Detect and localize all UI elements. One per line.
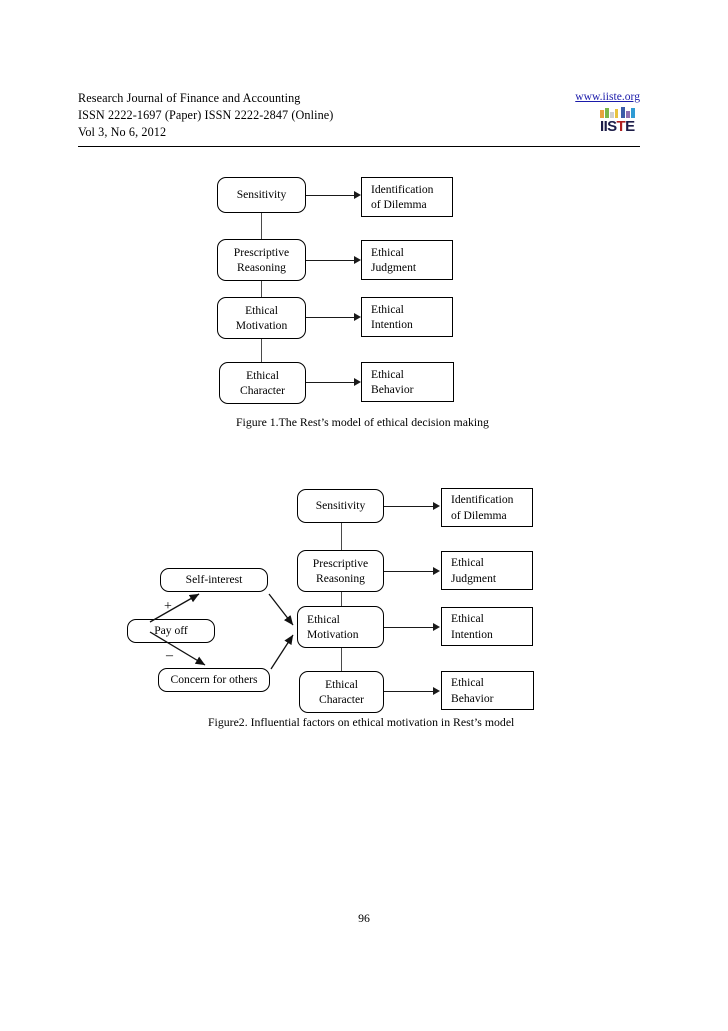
fig2-node-prescriptive-reasoning: Prescriptive Reasoning bbox=[297, 550, 384, 592]
fig2-arrowhead-2 bbox=[433, 567, 440, 575]
fig2-node-pay-off: Pay off bbox=[127, 619, 215, 643]
logo-text-iis: IIS bbox=[600, 118, 617, 135]
node-label: Intention bbox=[451, 627, 493, 641]
fig1-node-prescriptive-reasoning: Prescriptive Reasoning bbox=[217, 239, 306, 281]
node-label: Self-interest bbox=[185, 573, 243, 587]
node-label: of Dilemma bbox=[451, 508, 507, 522]
journal-masthead: Research Journal of Finance and Accounti… bbox=[78, 90, 640, 142]
fig1-arrowhead-4 bbox=[354, 378, 361, 386]
node-label: Pay off bbox=[154, 624, 188, 638]
node-label: Prescriptive bbox=[233, 245, 290, 259]
fig2-arrowhead-1 bbox=[433, 502, 440, 510]
fig1-node-ethical-behavior: Ethical Behavior bbox=[361, 362, 454, 402]
journal-volume: Vol 3, No 6, 2012 bbox=[78, 125, 167, 140]
node-label: of Dilemma bbox=[371, 198, 427, 211]
fig2-node-self-interest: Self-interest bbox=[160, 568, 268, 592]
node-label: Ethical bbox=[371, 367, 404, 381]
node-label: Character bbox=[318, 693, 365, 706]
header-divider bbox=[78, 146, 640, 147]
figure-1-caption: Figure 1.The Rest’s model of ethical dec… bbox=[236, 415, 489, 429]
node-label: Sensitivity bbox=[236, 188, 287, 202]
logo-wordmark: IISTE bbox=[600, 119, 640, 135]
fig2-node-ethical-judgment: Ethical Judgment bbox=[441, 551, 533, 590]
fig2-arrowhead-4 bbox=[433, 687, 440, 695]
figure-2-diagram: Sensitivity Prescriptive Reasoning Ethic… bbox=[127, 488, 534, 729]
fig1-arrowhead-2 bbox=[354, 256, 361, 264]
node-label: Reasoning bbox=[237, 261, 286, 274]
fig1-connector-reasoning-to-motivation bbox=[261, 281, 263, 297]
page-number: 96 bbox=[358, 911, 370, 925]
logo-text-e: E bbox=[625, 118, 635, 135]
node-label: Identification bbox=[371, 182, 434, 196]
node-label: Intention bbox=[371, 318, 413, 331]
fig2-node-ethical-motivation: Ethical Motivation bbox=[297, 606, 384, 648]
node-label: Reasoning bbox=[316, 572, 365, 585]
fig1-connector-motivation-to-character bbox=[261, 339, 263, 362]
fig2-arrow-line-1 bbox=[384, 506, 433, 508]
node-label: Ethical bbox=[371, 302, 404, 316]
fig1-arrow-line-2 bbox=[306, 260, 354, 262]
fig2-influence-arrows bbox=[149, 593, 294, 670]
fig1-arrow-line-4 bbox=[306, 382, 354, 384]
node-label: Ethical bbox=[371, 245, 404, 259]
fig1-node-ethical-judgment: Ethical Judgment bbox=[361, 240, 453, 280]
fig1-node-ethical-motivation: Ethical Motivation bbox=[217, 297, 306, 339]
node-label: Judgment bbox=[451, 571, 497, 585]
fig1-arrow-line-1 bbox=[306, 195, 354, 197]
journal-title: Research Journal of Finance and Accounti… bbox=[78, 91, 301, 105]
iiste-logo: IISTE bbox=[600, 107, 640, 137]
fig2-connector-motivation-to-character bbox=[341, 648, 343, 671]
fig1-node-sensitivity: Sensitivity bbox=[217, 177, 306, 213]
node-label: Ethical bbox=[245, 303, 278, 317]
fig1-node-ethical-character: Ethical Character bbox=[219, 362, 306, 404]
figure-1-diagram: Sensitivity Prescriptive Reasoning Ethic… bbox=[0, 0, 728, 440]
fig2-connector-reasoning-to-motivation bbox=[341, 592, 343, 606]
node-label: Prescriptive bbox=[312, 556, 369, 570]
fig1-node-identification-of-dilemma: Identification of Dilemma bbox=[361, 177, 453, 217]
node-label: Behavior bbox=[371, 383, 414, 396]
node-label: Character bbox=[239, 384, 286, 397]
fig2-connector-sensitivity-to-reasoning bbox=[341, 523, 343, 550]
fig2-node-ethical-intention: Ethical Intention bbox=[441, 607, 533, 646]
fig2-arrowhead-3 bbox=[433, 623, 440, 631]
node-label: Ethical bbox=[246, 368, 279, 382]
node-label: Identification bbox=[451, 493, 514, 506]
fig2-arrow-line-2 bbox=[384, 571, 433, 573]
fig2-arrow-line-3 bbox=[384, 627, 433, 629]
node-label: Ethical bbox=[325, 677, 358, 691]
fig2-node-ethical-behavior: Ethical Behavior bbox=[441, 671, 534, 710]
journal-issn: ISSN 2222-1697 (Paper) ISSN 2222-2847 (O… bbox=[78, 108, 334, 123]
fig2-node-ethical-character: Ethical Character bbox=[299, 671, 384, 713]
logo-bar-chart-icon bbox=[600, 107, 638, 118]
node-label: Motivation bbox=[307, 628, 359, 641]
node-label: Ethical bbox=[307, 612, 340, 626]
fig1-arrowhead-1 bbox=[354, 191, 361, 199]
journal-website-link[interactable]: www.iiste.org bbox=[575, 90, 640, 103]
node-label: Motivation bbox=[235, 319, 288, 332]
fig2-arrow-line-4 bbox=[384, 691, 433, 693]
node-label: Ethical bbox=[451, 612, 484, 625]
fig1-arrowhead-3 bbox=[354, 313, 361, 321]
node-label: Ethical bbox=[451, 676, 484, 689]
node-label: Sensitivity bbox=[315, 499, 366, 513]
fig2-sign-negative: – bbox=[166, 648, 173, 663]
fig2-node-identification-of-dilemma: Identification of Dilemma bbox=[441, 488, 533, 527]
fig2-node-sensitivity: Sensitivity bbox=[297, 489, 384, 523]
node-label: Concern for others bbox=[170, 673, 258, 687]
node-label: Behavior bbox=[451, 691, 494, 705]
fig1-connector-sensitivity-to-reasoning bbox=[261, 213, 263, 239]
node-label: Judgment bbox=[371, 261, 417, 274]
node-label: Ethical bbox=[451, 556, 484, 569]
fig1-node-ethical-intention: Ethical Intention bbox=[361, 297, 453, 337]
fig2-sign-positive: + bbox=[164, 599, 172, 614]
fig2-node-concern-for-others: Concern for others bbox=[158, 668, 270, 692]
fig1-arrow-line-3 bbox=[306, 317, 354, 319]
figure-2-caption: Figure2. Influential factors on ethical … bbox=[208, 715, 515, 729]
page-header: Research Journal of Finance and Accounti… bbox=[78, 90, 640, 142]
logo-text-t: T bbox=[616, 118, 626, 135]
